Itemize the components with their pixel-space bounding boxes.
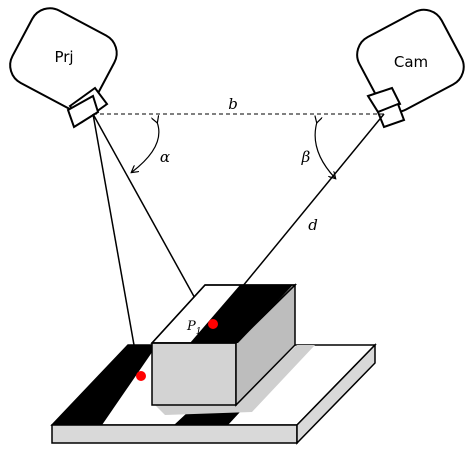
beta-arc — [315, 122, 335, 178]
baseline-label: b — [228, 95, 238, 113]
projector-label: Prj — [54, 48, 73, 66]
projector-icon — [9, 7, 118, 129]
box-stripe — [190, 285, 293, 343]
beta-label: β — [301, 148, 311, 166]
projector-ray-left — [92, 113, 135, 346]
point-p1-label: P1 — [186, 319, 201, 337]
box-top-outline — [151, 284, 297, 344]
projector-ray-to-p1 — [92, 113, 208, 321]
plate-stripe-front — [174, 412, 240, 425]
point-p1-marker — [208, 319, 218, 329]
camera-label: Cam — [394, 53, 428, 71]
alpha-arc — [132, 122, 160, 172]
box-shadow — [155, 345, 315, 415]
point-p2-marker — [136, 371, 146, 381]
distance-label: d — [308, 216, 318, 234]
plate-stripe-left — [52, 345, 157, 425]
camera-icon — [356, 8, 465, 129]
alpha-label: α — [160, 148, 170, 166]
point-p2-label: P2 — [113, 369, 129, 387]
